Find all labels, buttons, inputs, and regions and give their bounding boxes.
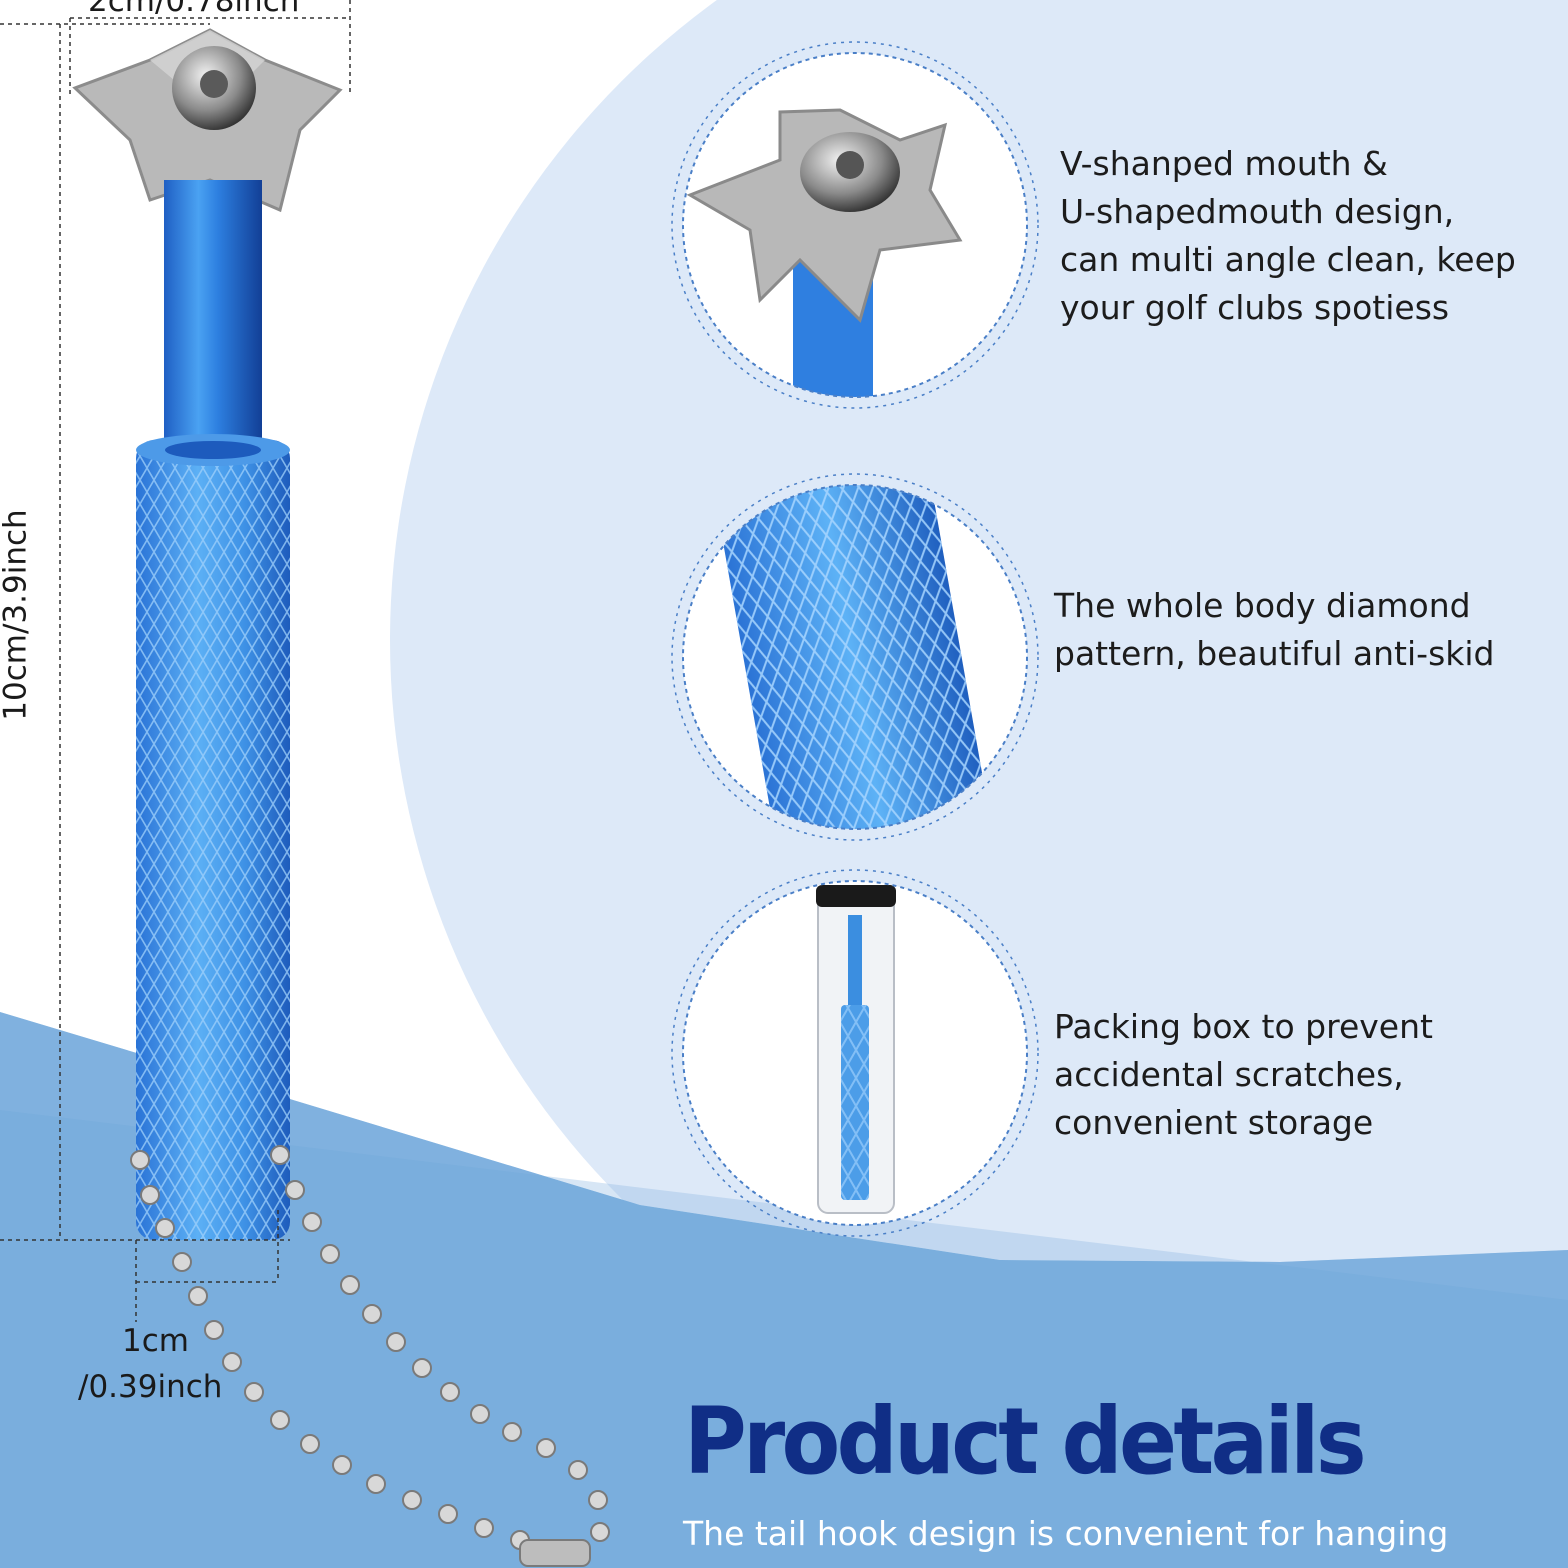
- feature-circle-2: [671, 473, 1039, 841]
- tool-rod: [164, 180, 262, 452]
- feature-text-3: Packing box to prevent accidental scratc…: [1054, 1007, 1433, 1142]
- width-dimension-label: 2cm/0.78inch: [88, 0, 300, 19]
- diameter-dimension-label-2: /0.39inch: [78, 1369, 223, 1405]
- dimension-lines: [0, 0, 351, 1322]
- page-title: Product details: [684, 1388, 1367, 1495]
- feature-circle-3: [671, 869, 1039, 1237]
- tagline: The tail hook design is convenient for h…: [683, 1514, 1449, 1553]
- knurled-handle: [136, 434, 290, 1240]
- diameter-dimension-label-1: 1cm: [122, 1323, 189, 1359]
- bottom-band: [0, 1012, 1568, 1568]
- ball-chain: [130, 1145, 610, 1567]
- feature-text-1: V-shanped mouth & U-shapedmouth design, …: [1060, 144, 1516, 327]
- feature-circle-1: [671, 41, 1039, 409]
- feature-text-2: The whole body diamond pattern, beautifu…: [1054, 586, 1495, 673]
